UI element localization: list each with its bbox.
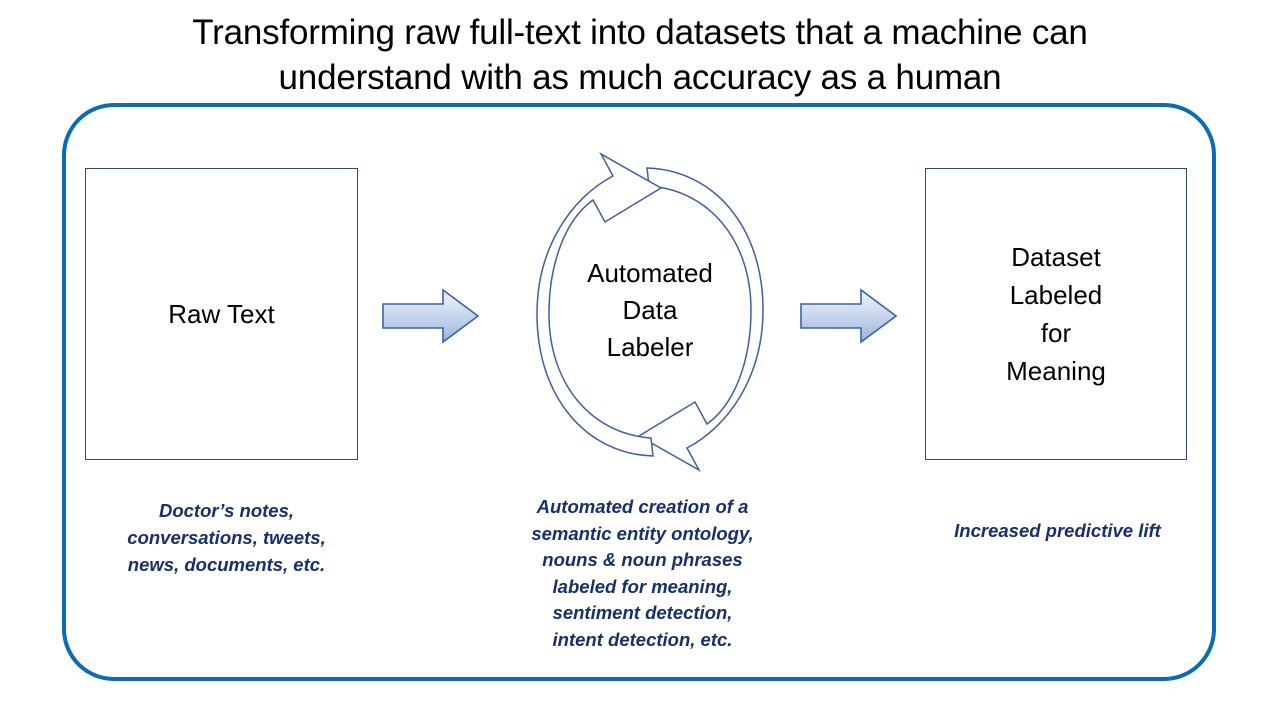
diagram-container [62, 103, 1216, 681]
raw-text-box-label: Raw Text [168, 299, 275, 329]
cycle-label: Automated Data Labeler [587, 258, 713, 362]
arrow-input-to-process-icon [382, 288, 480, 344]
arrow-process-to-output-icon [800, 288, 898, 344]
cycle-arrows-icon [527, 152, 773, 472]
caption-dataset-labeled: Increased predictive lift [954, 520, 1161, 541]
page-title: Transforming raw full-text into datasets… [192, 13, 1088, 97]
dataset-labeled-box: Dataset Labeled for Meaning [925, 168, 1187, 460]
caption-raw-text: Doctor’s notes, conversations, tweets, n… [127, 500, 326, 575]
caption-automated-data-labeler: Automated creation of a semantic entity … [531, 496, 754, 650]
dataset-labeled-box-label: Dataset Labeled for Meaning [1006, 242, 1106, 386]
raw-text-box: Raw Text [85, 168, 358, 460]
